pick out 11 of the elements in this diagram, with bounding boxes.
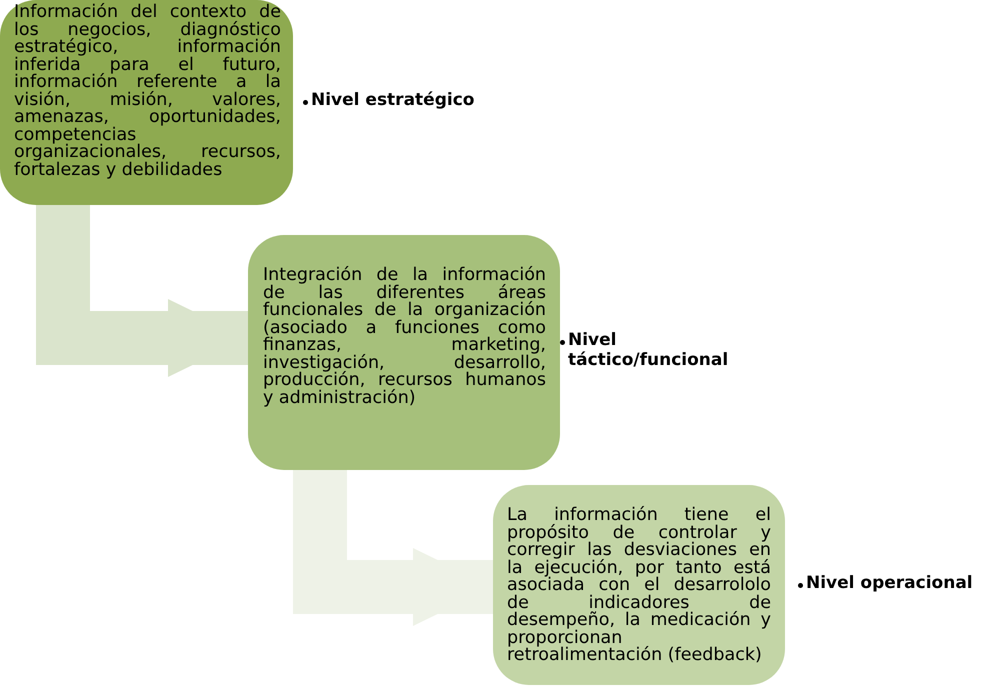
- rounded-box: [493, 485, 785, 685]
- box-text: Integración de la información de las diferentes áreas funcionales de la organización (asociado a funciones como finanzas, marketing, investigación, desarrollo, producción, recursos humanos y administración): [263, 267, 546, 407]
- level-label: Nivel estratégico: [311, 90, 474, 110]
- bent-arrow: [36, 205, 248, 377]
- level-label: Nivel operacional: [806, 573, 973, 593]
- level-label: Nivel táctico/funcional: [568, 330, 730, 370]
- bent-arrow: [293, 470, 493, 626]
- box-text: Información del contexto de los negocios, diagnóstico estratégico, información inferida para el futuro, información referente a la visión, misión, valores, amenazas, oportunidades, competencias organizacionales, recursos, fortalezas y debilidades: [14, 4, 281, 179]
- box-text: La información tiene el propósito de controlar y corregir las desviaciones en la ejecución, por tanto está asociada con el desarrololo de indicadores de desempeño, la medicación y proporcionan retroalimentación (feedback): [507, 507, 771, 664]
- rounded-box: [0, 0, 293, 205]
- rounded-box: [248, 235, 560, 470]
